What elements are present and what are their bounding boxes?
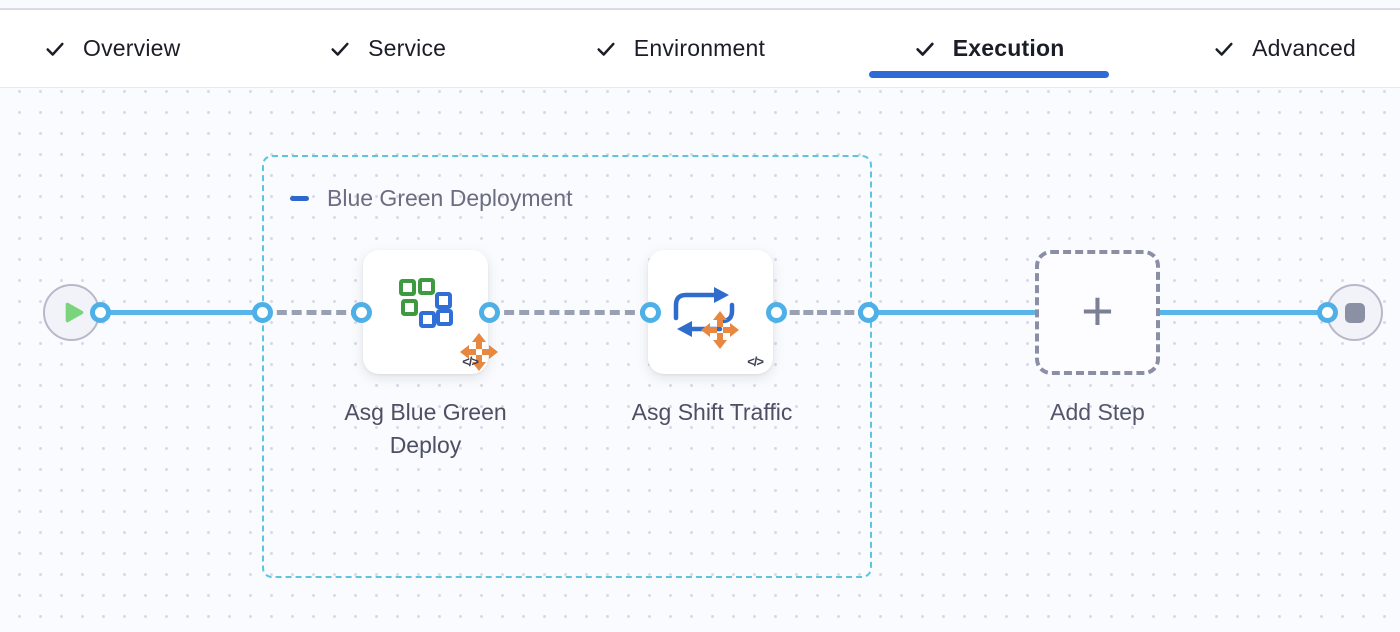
check-icon — [916, 42, 934, 56]
check-icon — [1215, 42, 1233, 56]
move-arrows-icon — [701, 311, 739, 349]
play-icon — [65, 302, 83, 323]
connector-port[interactable] — [1317, 302, 1338, 323]
step-label-asg-shift-traffic[interactable]: Asg Shift Traffic — [631, 399, 793, 425]
tab-label: Service — [368, 35, 447, 61]
pipeline-end-node — [1326, 284, 1383, 341]
code-badge: </> — [747, 354, 764, 369]
tab-environment[interactable]: Environment — [595, 35, 765, 62]
step-asg-blue-green-deploy[interactable]: </> — [363, 250, 498, 374]
code-badge: </> — [462, 354, 479, 369]
add-step-button[interactable]: + — [1035, 250, 1160, 375]
dashed-connector — [262, 310, 361, 315]
stop-icon — [1344, 302, 1365, 323]
connector-port[interactable] — [858, 302, 879, 323]
tab-execution[interactable]: Execution — [869, 35, 1110, 78]
stage-group-box: Blue Green Deployment — [262, 155, 872, 578]
tab-label: Advanced — [1252, 35, 1356, 61]
asg-shift-traffic-icon — [668, 284, 760, 368]
collapse-stage-icon[interactable] — [290, 196, 309, 201]
flow-line — [868, 310, 1036, 315]
flow-line — [1159, 310, 1327, 315]
connector-port[interactable] — [479, 302, 500, 323]
tab-overview[interactable]: Overview — [44, 35, 180, 62]
check-icon — [331, 42, 349, 56]
connector-port[interactable] — [351, 302, 372, 323]
connector-port[interactable] — [640, 302, 661, 323]
tab-advanced[interactable]: Advanced — [1213, 35, 1356, 62]
tab-label: Environment — [633, 35, 766, 61]
check-icon — [46, 42, 64, 56]
active-tab-underline — [869, 71, 1110, 78]
pipeline-canvas[interactable]: Blue Green Deployment — [0, 88, 1400, 632]
connector-port[interactable] — [766, 302, 787, 323]
dashed-connector — [489, 310, 650, 315]
move-arrows-icon — [460, 333, 498, 371]
check-icon — [597, 42, 615, 56]
plus-icon: + — [1081, 278, 1114, 342]
tab-bar: Overview Service Environment Execution A… — [0, 10, 1400, 88]
top-strip — [0, 0, 1400, 10]
stage-group-label[interactable]: Blue Green Deployment — [327, 185, 573, 211]
connector-port[interactable] — [252, 302, 273, 323]
stage-group-header: Blue Green Deployment — [290, 185, 572, 212]
tab-label: Overview — [83, 35, 181, 61]
connector-port[interactable] — [90, 302, 111, 323]
tab-label: Execution — [952, 35, 1065, 61]
tab-service[interactable]: Service — [329, 35, 446, 62]
step-asg-shift-traffic[interactable]: </> — [648, 250, 773, 374]
step-label-asg-blue-green-deploy[interactable]: Asg Blue Green Deploy — [344, 399, 507, 458]
asg-blue-green-deploy-icon — [397, 278, 498, 371]
flow-line — [100, 310, 262, 315]
dashed-connector — [776, 310, 868, 315]
add-step-label[interactable]: Add Step — [1050, 399, 1145, 425]
